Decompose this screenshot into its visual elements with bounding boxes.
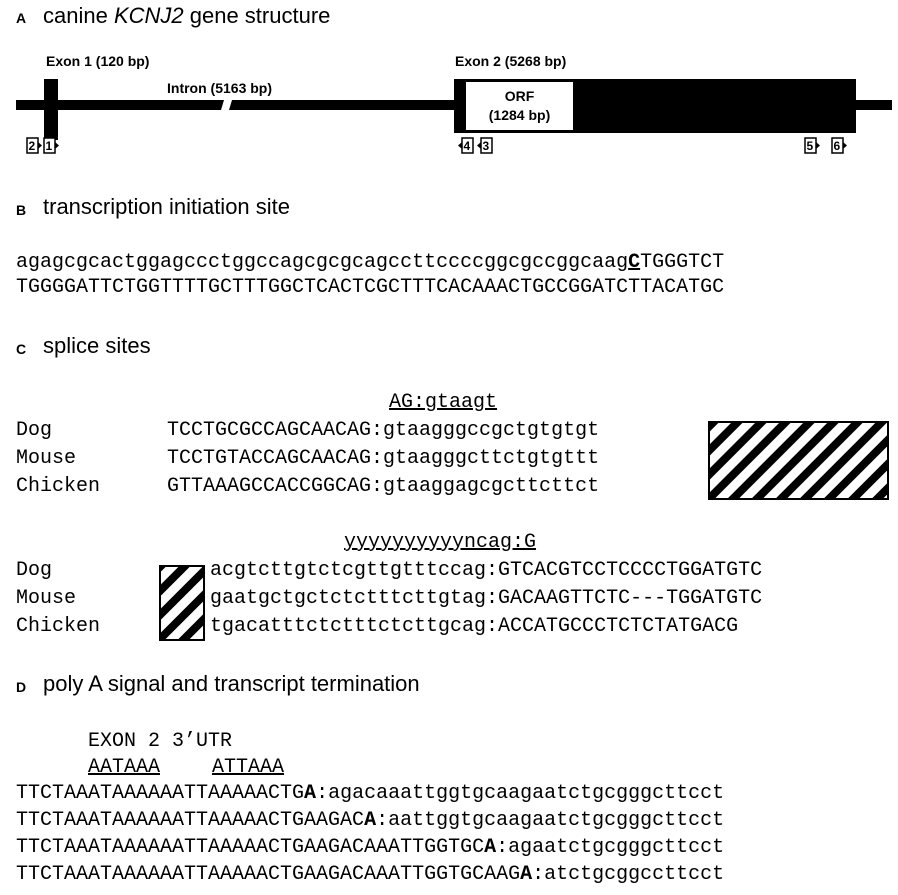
panel-c-letter: C — [16, 341, 27, 357]
exon-1-box — [44, 79, 58, 140]
polya-row-2: TTCTAAATAAAAAATTAAAAACTGAAGACA:aattggtgc… — [16, 809, 725, 832]
acceptor-species-chicken: Chicken — [16, 615, 101, 638]
primer-3-label: 3 — [483, 139, 490, 153]
primer-1: 1 — [43, 137, 59, 154]
primer-6-label: 6 — [834, 139, 841, 153]
acceptor-species-dog: Dog — [16, 559, 53, 582]
polya-row-1: TTCTAAATAAAAAATTAAAAACTGA:agacaaattggtgc… — [16, 782, 725, 805]
primer-4-label: 4 — [464, 139, 471, 153]
tss-sequence-line-2: TGGGGATTCTGGTTTTGCTTTGGCTCACTCGCTTTCACAA… — [16, 276, 725, 299]
orf-length-label: (1284 bp) — [488, 107, 551, 123]
cleavage-site-2: A — [364, 809, 377, 832]
cleavage-site-4: A — [520, 863, 533, 886]
acceptor-seq-chicken: tgacatttctctttctcttgcag:ACCATGCCCTCTCTAT… — [210, 615, 739, 638]
polya-signal-2: ATTAAA — [212, 756, 285, 779]
panel-a-letter: A — [16, 10, 27, 26]
panel-d-letter: D — [16, 679, 27, 695]
primer-4: 4 — [458, 137, 474, 154]
utr-label: EXON 2 3’UTR — [88, 730, 233, 753]
primer-2-label: 2 — [29, 139, 36, 153]
gene-name: KCNJ2 — [113, 3, 184, 28]
donor-species-dog: Dog — [16, 419, 53, 442]
polya-row-4: TTCTAAATAAAAAATTAAAAACTGAAGACAAATTGGTGCA… — [16, 863, 725, 886]
downstream-line — [856, 100, 892, 110]
panel-c-title: splice sites — [43, 333, 151, 358]
donor-seq-dog: TCCTGCGCCAGCAACAG:gtaagggccgctgtgtgt — [167, 419, 600, 442]
primer-6: 6 — [831, 137, 847, 154]
tss-base: C — [628, 251, 641, 274]
donor-species-chicken: Chicken — [16, 475, 101, 498]
primer-1-label: 1 — [46, 139, 53, 153]
polya-signal-1: AATAAA — [88, 756, 161, 779]
primer-5: 5 — [804, 137, 820, 154]
primer-2: 2 — [26, 137, 42, 154]
donor-intron-hatch-box — [708, 421, 889, 500]
intron-label: Intron (5163 bp) — [167, 80, 273, 96]
cleavage-site-1: A — [304, 782, 317, 805]
acceptor-consensus: yyyyyyyyyyncag:G — [344, 531, 537, 554]
orf-box — [466, 82, 573, 130]
gene-structure-diagram: 2 1 4 3 5 6 — [16, 79, 892, 154]
donor-species-mouse: Mouse — [16, 447, 77, 470]
exon-1-label: Exon 1 (120 bp) — [46, 53, 150, 69]
intron-break-left — [216, 100, 224, 110]
exon-2-label: Exon 2 (5268 bp) — [455, 53, 567, 69]
polya-row-3: TTCTAAATAAAAAATTAAAAACTGAAGACAAATTGGTGCA… — [16, 836, 725, 859]
acceptor-intron-hatch-box — [159, 565, 205, 641]
panel-b-title: transcription initiation site — [43, 194, 291, 219]
intron-line-after-break — [229, 100, 454, 110]
cleavage-site-3: A — [484, 836, 497, 859]
upstream-intron-line — [16, 100, 216, 110]
acceptor-species-mouse: Mouse — [16, 587, 77, 610]
orf-label: ORF — [504, 88, 535, 104]
primer-3: 3 — [477, 137, 493, 154]
panel-a-title: canine KCNJ2 gene structure — [43, 3, 331, 28]
donor-seq-mouse: TCCTGTACCAGCAACAG:gtaagggcttctgtgttt — [167, 447, 600, 470]
primer-5-label: 5 — [807, 139, 814, 153]
panel-b-letter: B — [16, 202, 27, 218]
donor-seq-chicken: GTTAAAGCCACCGGCAG:gtaaggagcgcttcttct — [167, 475, 600, 498]
donor-consensus: AG:gtaagt — [389, 391, 498, 414]
panel-d-title: poly A signal and transcript termination — [43, 671, 420, 696]
acceptor-seq-mouse: gaatgctgctctctttcttgtag:GACAAGTTCTC---TG… — [210, 587, 763, 610]
tss-sequence-line-1: agagcgcactggagccctggccagcgcgcagccttccccg… — [16, 251, 725, 274]
acceptor-seq-dog: acgtcttgtctcgttgtttccag:GTCACGTCCTCCCCTG… — [210, 559, 763, 582]
